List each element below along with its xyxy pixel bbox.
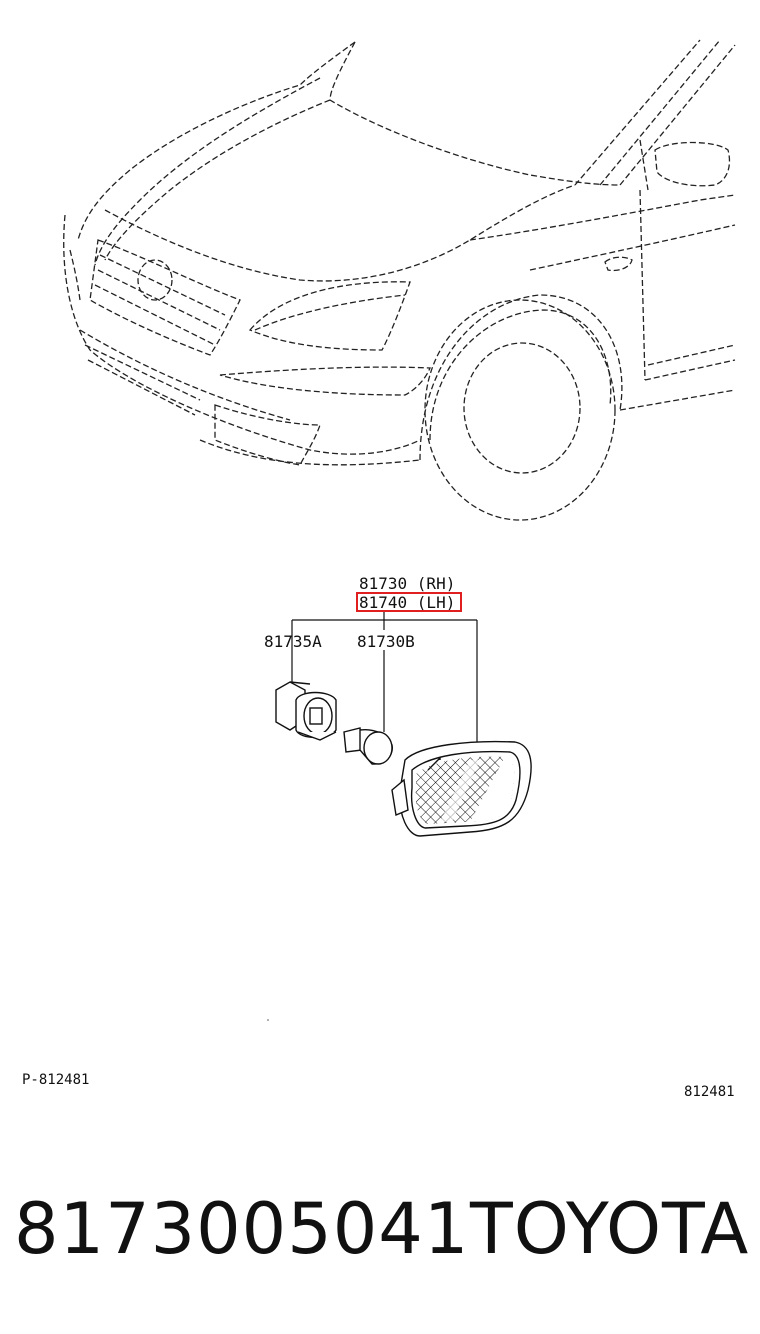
car-front-illustration bbox=[63, 39, 736, 521]
diagram-code-right: 812481 bbox=[684, 1084, 735, 1100]
bulb-part bbox=[343, 727, 393, 765]
lamp-lens bbox=[415, 756, 515, 824]
label-81735a: 81735A bbox=[264, 632, 322, 651]
brand-name: TOYOTA bbox=[470, 1188, 750, 1270]
socket-part bbox=[275, 681, 337, 741]
label-81730b: 81730B bbox=[357, 632, 415, 651]
highlight-box bbox=[356, 592, 462, 612]
part-number: 8173005041 bbox=[14, 1188, 470, 1270]
diagram-code-left: P-812481 bbox=[22, 1072, 90, 1088]
label-81730-rh: 81730 (RH) bbox=[359, 574, 456, 593]
leader-lines bbox=[291, 612, 478, 745]
label-81740-lh: 81740 (LH) bbox=[359, 593, 456, 612]
